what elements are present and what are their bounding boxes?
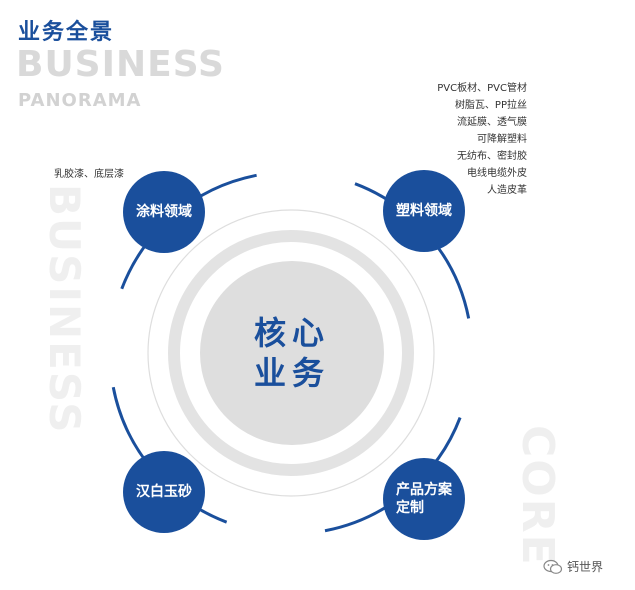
node-custom-solutions[interactable]: 产品方案定制 — [383, 458, 465, 540]
node-custom-solutions-label: 产品方案定制 — [396, 482, 452, 516]
watermark-core: CORE — [512, 425, 563, 567]
subtitle-business: BUSINESS — [16, 44, 225, 85]
inner-ring — [168, 230, 414, 476]
node-plastics[interactable]: 塑料领域 — [383, 170, 465, 252]
brand-mark: 钙世界 — [543, 558, 603, 575]
watermark-business: BUSINESS — [40, 184, 89, 435]
list-item: 流延膜、透气膜 — [457, 117, 527, 128]
core-business: 核心 业务 — [200, 271, 384, 435]
list-item: 可降解塑料 — [477, 134, 527, 145]
page-title: 业务全景 — [18, 20, 115, 45]
list-item: 无纺布、密封胶 — [457, 151, 527, 162]
list-item: 人造皮革 — [487, 185, 527, 196]
brand-name: 钙世界 — [567, 560, 604, 574]
node-coatings[interactable]: 涂料领域 — [123, 171, 205, 253]
middle-ring — [147, 209, 435, 497]
node-marble-sand[interactable]: 汉白玉砂 — [123, 451, 205, 533]
subtitle-panorama: PANORAMA — [18, 90, 142, 111]
node-plastics-label: 塑料领域 — [396, 203, 452, 219]
core-label-line2: 业务 — [253, 354, 330, 392]
core-label-line1: 核心 — [253, 314, 330, 352]
list-item: PVC板材、PVC管材 — [437, 83, 527, 94]
list-item: 电线电缆外皮 — [467, 168, 527, 179]
node-marble-sand-label: 汉白玉砂 — [136, 484, 192, 500]
core-circle — [200, 261, 384, 445]
plastics-applications-list: PVC板材、PVC管材 树脂瓦、PP拉丝 流延膜、透气膜 可降解塑料 无纺布、密… — [437, 80, 527, 199]
list-item: 树脂瓦、PP拉丝 — [454, 100, 527, 111]
wechat-icon — [543, 559, 563, 574]
node-coatings-label: 涂料领域 — [136, 204, 192, 220]
coatings-applications: 乳胶漆、底层漆 — [54, 169, 124, 180]
